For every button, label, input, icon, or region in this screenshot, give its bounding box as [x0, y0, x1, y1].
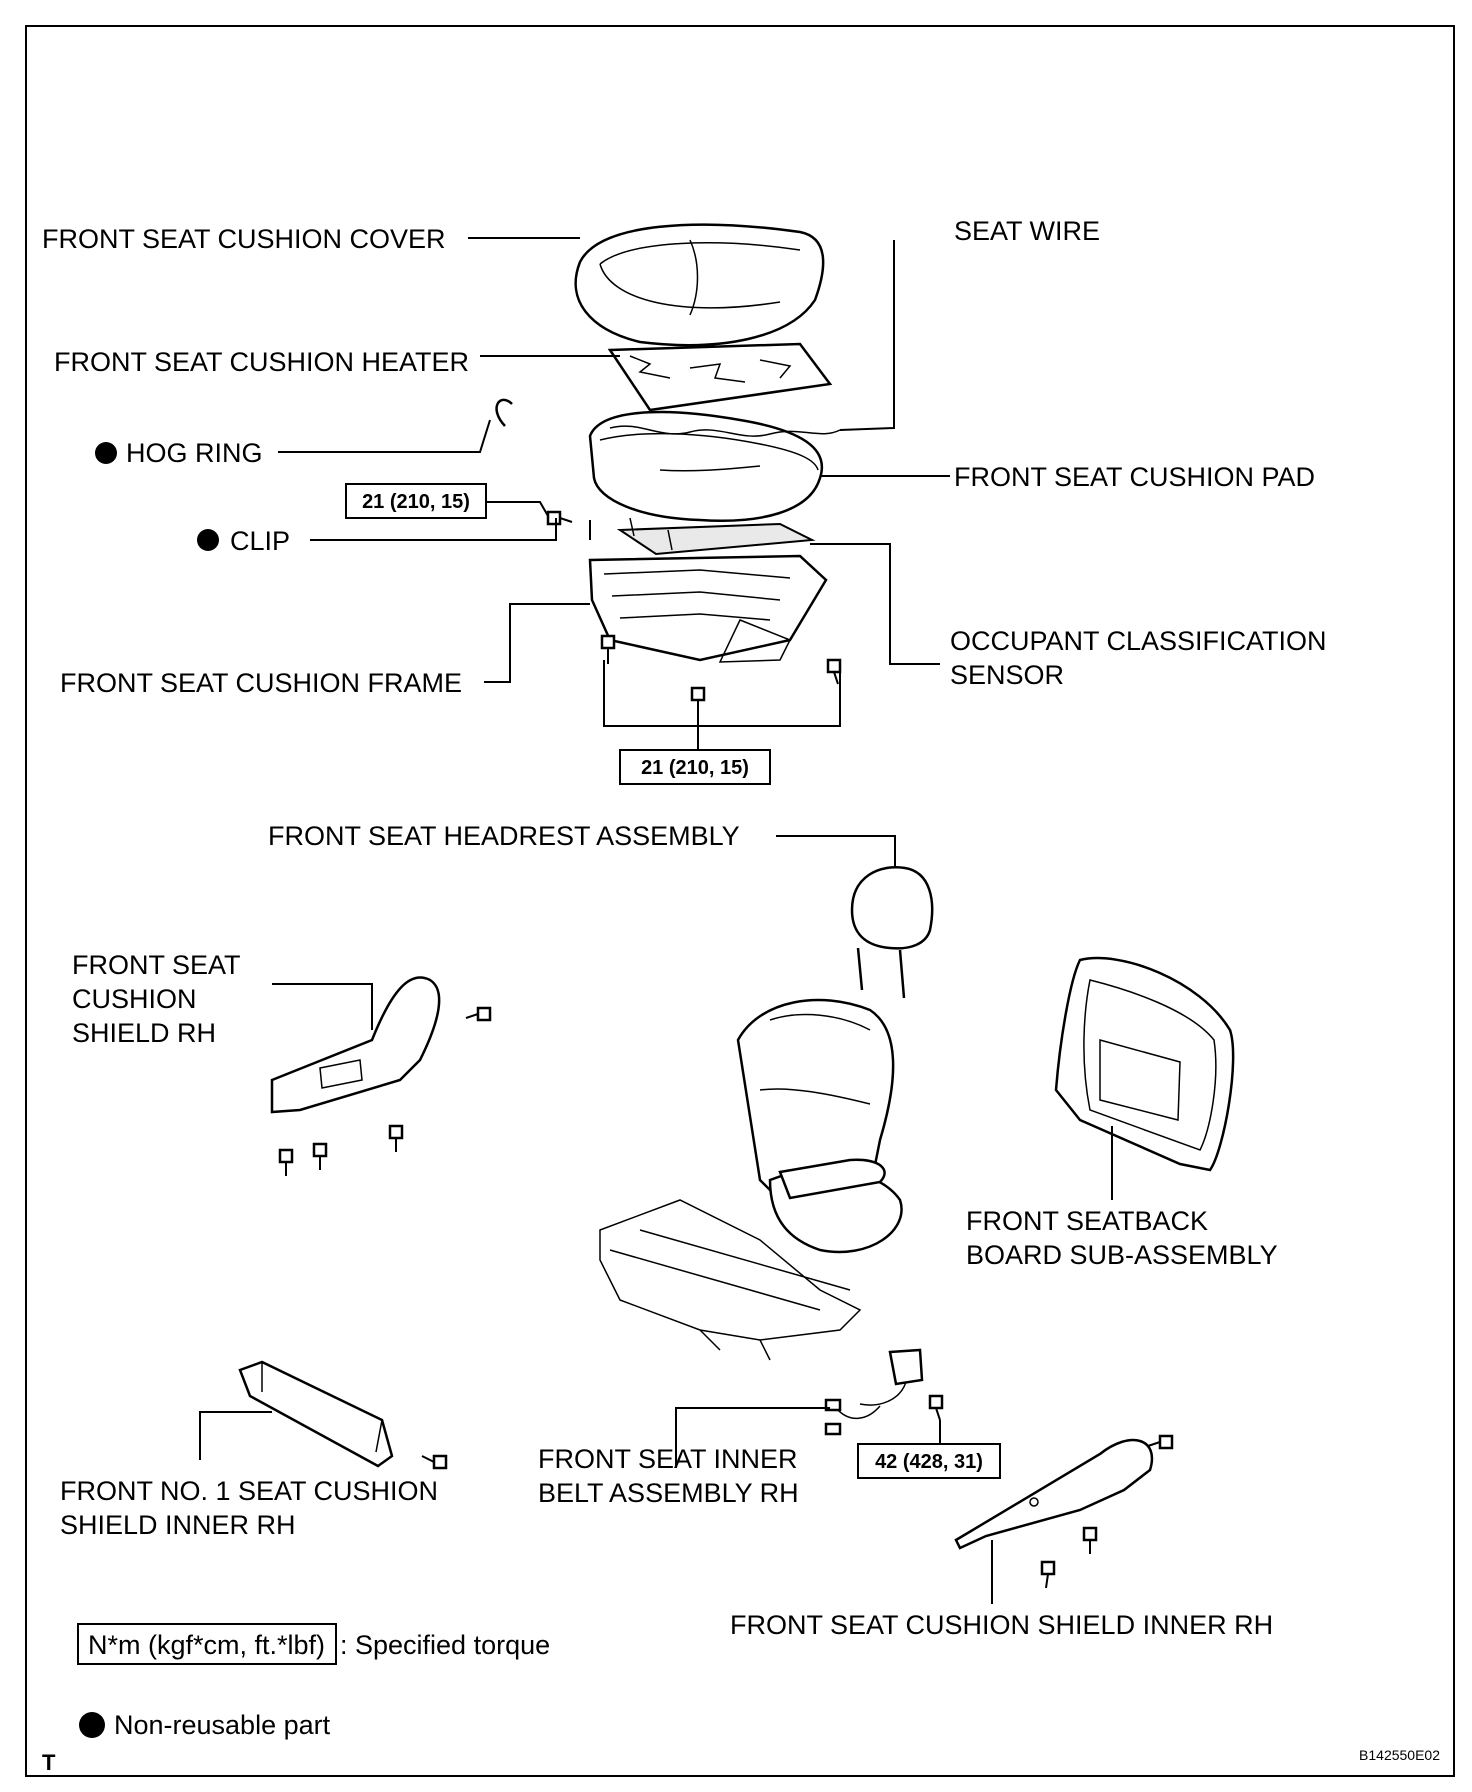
- cushion-heater-part: [607, 342, 833, 412]
- page-border: [25, 25, 1455, 1777]
- bolt-icon: [1147, 1434, 1174, 1450]
- label-cushion-shield-inner-rh: FRONT SEAT CUSHION SHIELD INNER RH: [730, 1610, 1273, 1640]
- torque-box-frame: [619, 749, 771, 785]
- torque-value-upper: 21 (210, 15): [362, 491, 470, 513]
- label-cushion-frame: FRONT SEAT CUSHION FRAME: [60, 668, 462, 698]
- bolt-icon: [600, 634, 616, 664]
- label-cushion-pad: FRONT SEAT CUSHION PAD: [954, 462, 1315, 492]
- label-cushion-heater: FRONT SEAT CUSHION HEATER: [54, 347, 469, 377]
- label-cushion-shield-rh-1: FRONT SEAT: [72, 950, 241, 980]
- nonreusable-legend-icon: [79, 1712, 105, 1738]
- label-cushion-shield-rh-3: SHIELD RH: [72, 1018, 216, 1048]
- legend-torque-desc: : Specified torque: [340, 1630, 550, 1660]
- inner-belt-part: [824, 1348, 924, 1436]
- legend-torque-units: N*m (kgf*cm, ft.*lbf): [88, 1630, 325, 1660]
- bolt-icon: [312, 1142, 328, 1170]
- torque-value-frame: 21 (210, 15): [641, 757, 749, 779]
- torque-box-belt: [857, 1443, 1001, 1479]
- label-hog-ring: HOG RING: [126, 438, 263, 468]
- label-occupant-sensor-1: OCCUPANT CLASSIFICATION: [950, 626, 1327, 656]
- bolt-icon: [1082, 1526, 1098, 1554]
- label-seatback-board-1: FRONT SEATBACK: [966, 1206, 1208, 1236]
- cushion-frame-part: [588, 554, 828, 663]
- label-inner-belt-2: BELT ASSEMBLY RH: [538, 1478, 799, 1508]
- cushion-pad-part: [588, 410, 823, 522]
- label-occupant-sensor-2: SENSOR: [950, 660, 1064, 690]
- figure-code: B142550E02: [1359, 1747, 1440, 1763]
- bolt-icon: [388, 1124, 404, 1152]
- cushion-cover-part: [574, 223, 825, 347]
- seatback-board-part: [1054, 956, 1235, 1172]
- occupant-sensor-part: [616, 522, 816, 556]
- cushion-shield-inner-rh-part: [954, 1438, 1154, 1550]
- label-no1-shield-inner-2: SHIELD INNER RH: [60, 1510, 296, 1540]
- cushion-shield-rh-part: [270, 976, 441, 1114]
- bolt-icon: [546, 510, 573, 526]
- bolt-icon: [278, 1148, 294, 1176]
- bolt-icon: [421, 1454, 448, 1470]
- seat-assembly-part: [599, 998, 903, 1361]
- bolt-icon: [465, 1006, 492, 1022]
- label-cushion-cover: FRONT SEAT CUSHION COVER: [42, 224, 446, 254]
- hog-ring-icon: [495, 398, 513, 427]
- bolt-icon: [690, 686, 706, 716]
- label-no1-shield-inner-1: FRONT NO. 1 SEAT CUSHION: [60, 1476, 438, 1506]
- nonreusable-marker-icon: [95, 442, 117, 464]
- no1-shield-inner-part: [238, 1360, 394, 1468]
- nonreusable-marker-icon: [197, 529, 219, 551]
- label-inner-belt-1: FRONT SEAT INNER: [538, 1444, 798, 1474]
- headrest-part: [850, 866, 934, 999]
- bolt-icon: [826, 658, 842, 685]
- torque-value-belt: 42 (428, 31): [875, 1451, 983, 1473]
- torque-box-upper: [345, 483, 487, 519]
- seat-wire-part: [609, 425, 841, 437]
- label-seat-wire: SEAT WIRE: [954, 216, 1100, 246]
- label-seatback-board-2: BOARD SUB-ASSEMBLY: [966, 1240, 1278, 1270]
- label-cushion-shield-rh-2: CUSHION: [72, 984, 197, 1014]
- corner-mark-t: T: [42, 1750, 56, 1775]
- bolt-icon: [1040, 1560, 1056, 1589]
- label-clip: CLIP: [230, 526, 290, 556]
- legend-nonreusable-desc: Non-reusable part: [114, 1710, 331, 1740]
- label-headrest: FRONT SEAT HEADREST ASSEMBLY: [268, 821, 740, 851]
- bolt-icon: [928, 1394, 944, 1421]
- legend-torque-box: [77, 1623, 337, 1665]
- clip-icon: [629, 517, 673, 551]
